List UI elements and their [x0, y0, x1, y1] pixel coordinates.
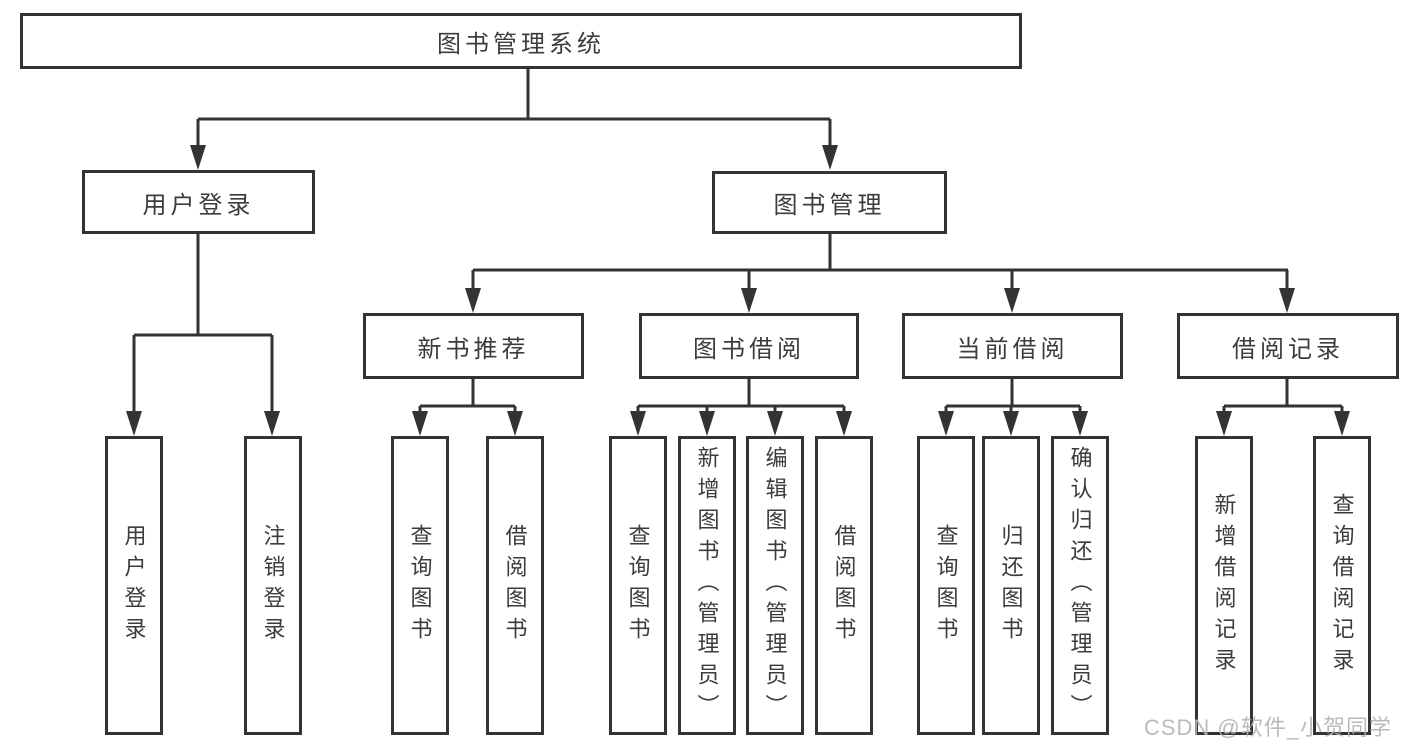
node-label: 借阅图书: [502, 523, 528, 648]
node-bb-edit-books-admin: 编辑图书（管理员）: [746, 436, 804, 735]
node-label: 图书管理系统: [437, 30, 605, 58]
node-cb-return-books: 归还图书: [982, 436, 1040, 735]
node-label: 查询图书: [933, 523, 959, 648]
node-label: 借阅记录: [1232, 335, 1344, 363]
node-label: 图书管理: [773, 192, 886, 219]
node-label: 注销登录: [260, 523, 286, 648]
node-label: 新书推荐: [417, 335, 530, 363]
node-nb-query-books: 查询图书: [391, 436, 449, 735]
node-br-query-record: 查询借阅记录: [1313, 436, 1371, 735]
node-user-login: 用户登录: [82, 170, 315, 234]
node-label: 查询图书: [625, 523, 651, 648]
node-borrowing-records: 借阅记录: [1177, 313, 1399, 379]
node-current-borrowing: 当前借阅: [902, 313, 1123, 379]
node-cb-confirm-return-admin: 确认归还（管理员）: [1051, 436, 1109, 735]
node-br-add-record: 新增借阅记录: [1195, 436, 1253, 735]
node-label: 当前借阅: [956, 335, 1069, 363]
node-user-login-leaf: 用户登录: [105, 436, 163, 735]
node-label: 查询借阅记录: [1329, 492, 1355, 679]
node-label: 归还图书: [998, 523, 1024, 648]
node-book-borrowing: 图书借阅: [639, 313, 859, 379]
node-label: 新增借阅记录: [1211, 492, 1237, 679]
node-bb-add-books-admin: 新增图书（管理员）: [678, 436, 736, 735]
node-label: 用户登录: [142, 191, 255, 219]
node-bb-borrow-books: 借阅图书: [815, 436, 873, 735]
node-label: 确认归还（管理员）: [1067, 446, 1093, 725]
node-label: 编辑图书（管理员）: [762, 446, 788, 725]
node-label: 用户登录: [121, 523, 147, 648]
node-nb-borrow-books: 借阅图书: [486, 436, 544, 735]
node-label: 借阅图书: [831, 523, 857, 648]
tree-edges: [132, 68, 1344, 416]
node-logout: 注销登录: [244, 436, 302, 735]
node-new-book-recommendation: 新书推荐: [363, 313, 584, 379]
node-label: 查询图书: [407, 523, 433, 648]
node-label: 新增图书（管理员）: [694, 446, 720, 725]
node-book-management: 图书管理: [712, 171, 947, 234]
node-cb-query-books: 查询图书: [917, 436, 975, 735]
node-label: 图书借阅: [693, 335, 805, 363]
node-bb-query-books: 查询图书: [609, 436, 667, 735]
node-library-management-system: 图书管理系统: [20, 13, 1022, 69]
watermark: CSDN @软件_小贺同学: [1143, 715, 1392, 740]
arrowheads: [126, 145, 1350, 436]
